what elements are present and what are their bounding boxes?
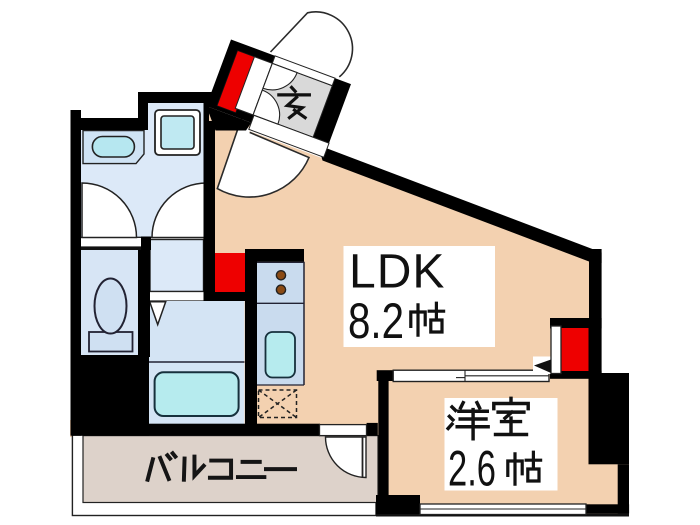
svg-text:2.6: 2.6 [448,441,496,497]
svg-text:8.2: 8.2 [348,293,404,349]
svg-text:LDK: LDK [349,246,445,299]
